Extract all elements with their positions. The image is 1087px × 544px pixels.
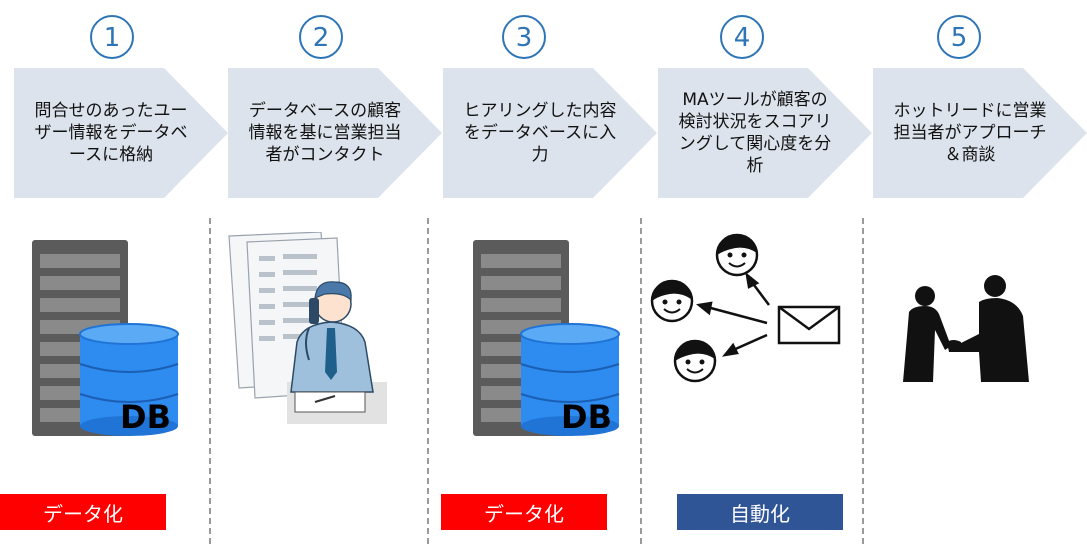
step-number-label: 5 (951, 23, 968, 53)
server-database-icon (473, 240, 633, 440)
step-text-3: ヒアリングした内容をデータベースに入力 (463, 101, 617, 165)
divider-1 (209, 218, 211, 544)
handshake-icon (895, 272, 1035, 382)
step-text-2: データベースの顧客情報を基に営業担当者がコンタクト (248, 101, 402, 165)
divider-2 (427, 218, 429, 544)
step-number-5: 5 (934, 12, 984, 62)
step-chevron-1: 問合せのあったユーザー情報をデータベースに格納 (14, 68, 228, 198)
step-number-label: 1 (104, 23, 121, 53)
step-chevron-3: ヒアリングした内容をデータベースに入力 (443, 68, 657, 198)
db-label: DB (561, 398, 612, 436)
step-chevron-5: ホットリードに営業担当者がアプローチ＆商談 (873, 68, 1087, 198)
db-label: DB (120, 398, 171, 436)
step-number-label: 3 (516, 23, 533, 53)
step-number-2: 2 (296, 12, 346, 62)
divider-3 (640, 218, 642, 544)
badge-data-1: データ化 (0, 494, 166, 530)
step-number-1: 1 (87, 12, 137, 62)
server-database-icon (32, 240, 192, 440)
step-text-4: MAツールが顧客の検討状況をスコアリングして関心度を分析 (678, 90, 832, 176)
salesperson-phone-icon (225, 231, 387, 424)
step-text-5: ホットリードに営業担当者がアプローチ＆商談 (893, 101, 1047, 165)
step-number-label: 4 (734, 23, 751, 53)
divider-4 (862, 218, 864, 544)
step-chevron-2: データベースの顧客情報を基に営業担当者がコンタクト (228, 68, 442, 198)
step-number-label: 2 (313, 23, 330, 53)
step-number-3: 3 (499, 12, 549, 62)
step-text-1: 問合せのあったユーザー情報をデータベースに格納 (34, 101, 188, 165)
badge-auto-4: 自動化 (677, 494, 843, 530)
step-number-4: 4 (717, 12, 767, 62)
badge-data-3: データ化 (441, 494, 607, 530)
face-and-envelope-icon (645, 225, 855, 395)
step-chevron-4: MAツールが顧客の検討状況をスコアリングして関心度を分析 (658, 68, 872, 198)
